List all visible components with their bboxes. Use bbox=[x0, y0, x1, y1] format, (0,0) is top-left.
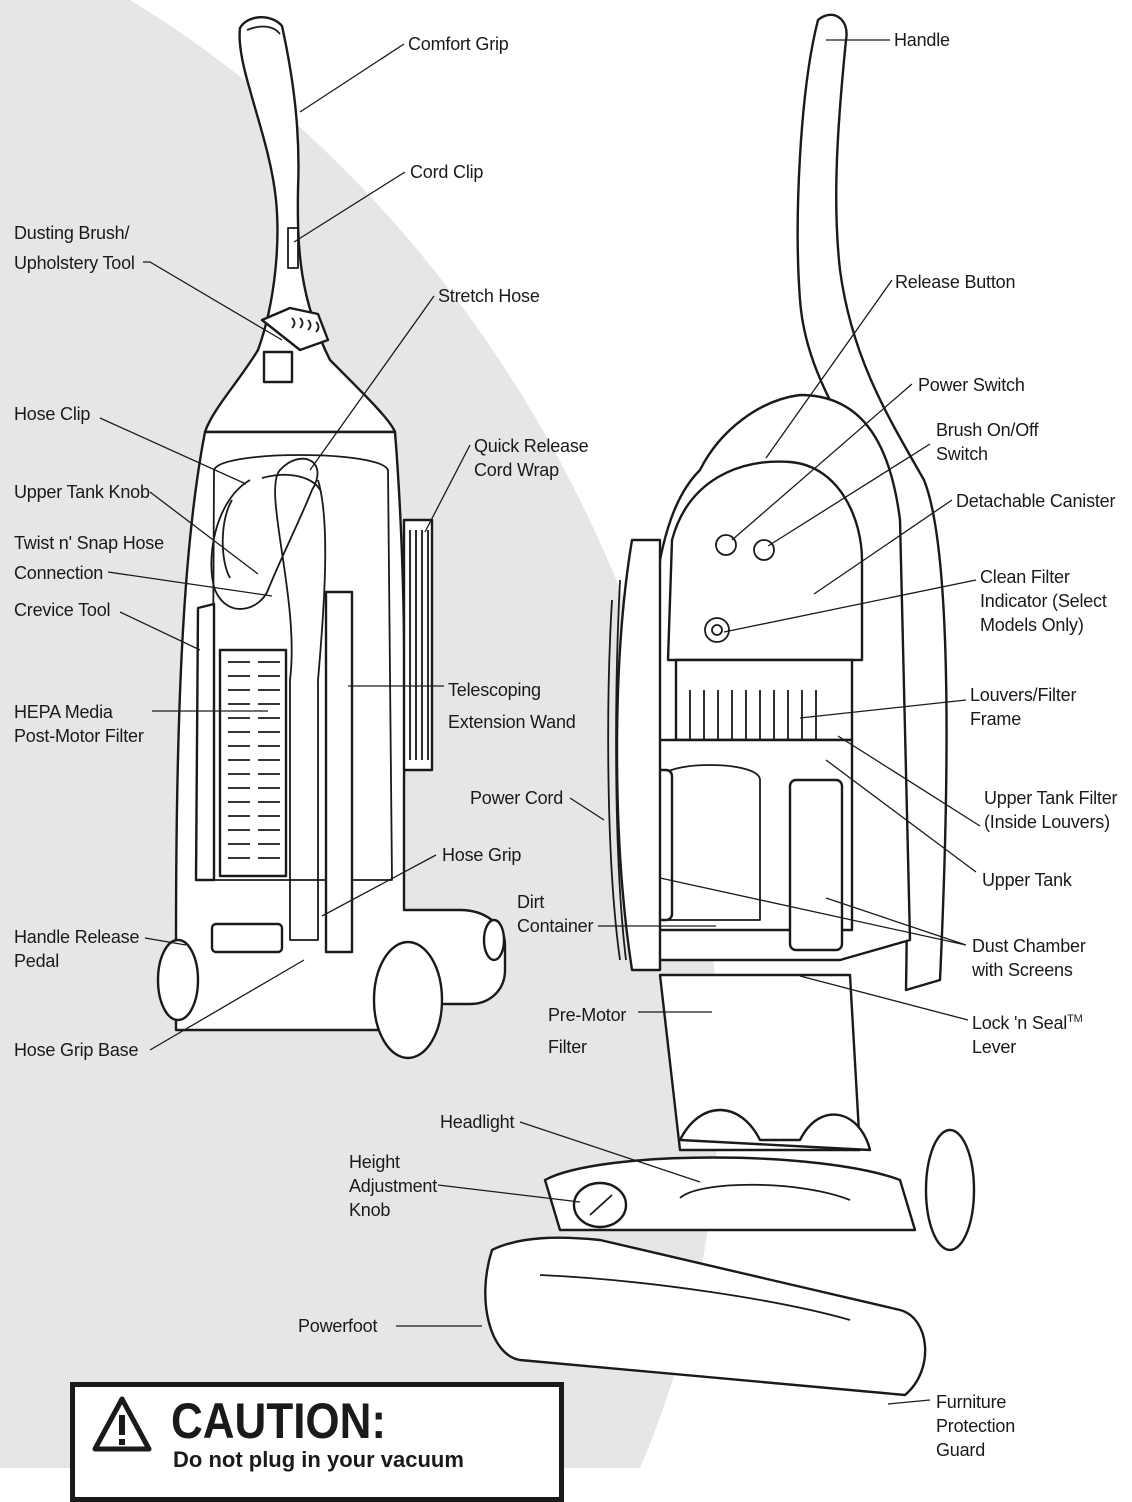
label-upper-tank: Upper Tank bbox=[982, 870, 1072, 890]
label-handle: Handle bbox=[894, 30, 950, 50]
label-powerfoot: Powerfoot bbox=[298, 1316, 378, 1336]
label-cord-clip: Cord Clip bbox=[410, 162, 484, 182]
label-comfort-grip: Comfort Grip bbox=[408, 34, 509, 54]
label-upper-tank-knob: Upper Tank Knob bbox=[14, 482, 150, 502]
label-power-cord: Power Cord bbox=[470, 788, 564, 808]
label-stretch-hose: Stretch Hose bbox=[438, 286, 540, 306]
label-hose-grip-base: Hose Grip Base bbox=[14, 1040, 139, 1060]
vacuum-diagram bbox=[0, 0, 981, 1468]
label-hose-clip: Hose Clip bbox=[14, 404, 91, 424]
label-power-switch: Power Switch bbox=[918, 375, 1025, 395]
label-upper-tank-filter: Upper Tank Filter(Inside Louvers) bbox=[984, 788, 1118, 832]
caution-text: Do not plug in your vacuum bbox=[173, 1447, 464, 1472]
caution-title: CAUTION: bbox=[171, 1393, 387, 1449]
front-view-vacuum bbox=[484, 13, 976, 1397]
leader-lines bbox=[99, 39, 981, 1405]
caution-box: CAUTION: Do not plug in your vacuum bbox=[70, 1382, 564, 1502]
label-headlight: Headlight bbox=[440, 1112, 515, 1132]
label-detachable-canister: Detachable Canister bbox=[956, 491, 1116, 511]
label-crevice-tool: Crevice Tool bbox=[14, 600, 111, 620]
rear-view-vacuum bbox=[156, 16, 507, 1060]
trademark-mark: TM bbox=[1067, 1013, 1083, 1025]
label-dusting-brush: Dusting Brush/Upholstery Tool bbox=[14, 223, 135, 273]
label-hose-grip: Hose Grip bbox=[442, 845, 522, 865]
warning-triangle-icon bbox=[92, 1396, 152, 1452]
label-release-button: Release Button bbox=[895, 272, 1016, 292]
